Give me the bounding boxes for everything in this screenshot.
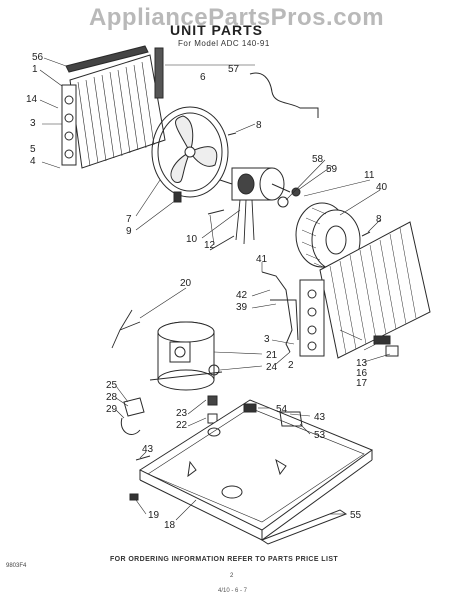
washer — [277, 196, 289, 208]
model-line: For Model ADC 140-91 — [178, 39, 270, 48]
grommet — [208, 364, 220, 376]
callout-9: 9 — [126, 226, 132, 237]
watermark-text: AppliancePartsPros.com — [88, 4, 385, 31]
drain-cap — [373, 335, 391, 345]
callout-28: 28 — [106, 392, 118, 403]
callout-23: 23 — [176, 408, 188, 419]
callout-42: 42 — [236, 290, 248, 301]
callout-21: 21 — [266, 350, 278, 361]
condenser-coil — [61, 54, 166, 169]
callout-56: 56 — [32, 52, 44, 63]
callout-16: 16 — [356, 368, 368, 379]
cap-tube — [261, 271, 293, 353]
callout-29: 29 — [106, 404, 118, 415]
fan-blade — [151, 106, 229, 198]
callout-53: 53 — [314, 430, 326, 441]
tube-assembly — [249, 72, 319, 118]
screw — [207, 209, 225, 215]
callout-20: 20 — [180, 278, 192, 289]
callout-25: 25 — [106, 380, 118, 391]
evaporator-coil — [299, 221, 431, 359]
gasket-strip — [65, 45, 149, 73]
callout-43a: 43 — [314, 412, 326, 423]
callout-1: 1 — [32, 64, 38, 75]
callout-3b: 3 — [264, 334, 270, 345]
wire-harness — [111, 309, 141, 349]
mount-23 — [207, 395, 218, 406]
screw-43 — [135, 455, 151, 461]
ordering-notice: FOR ORDERING INFORMATION REFER TO PARTS … — [110, 556, 339, 563]
callout-58: 58 — [312, 154, 324, 165]
fan-motor — [219, 167, 291, 201]
callout-6: 6 — [200, 72, 206, 83]
screw-8b — [361, 231, 371, 237]
compressor — [149, 321, 223, 391]
callout-11: 11 — [364, 170, 375, 181]
callout-14: 14 — [26, 94, 38, 105]
page-number: 2 — [230, 573, 234, 579]
callout-59: 59 — [326, 164, 338, 175]
document-code: 9803F4 — [6, 563, 27, 569]
fan-clip — [173, 191, 182, 203]
overload-bracket — [123, 397, 145, 417]
callout-57: 57 — [228, 64, 240, 75]
screw-8 — [227, 132, 237, 136]
diagram-title: UNIT PARTS — [170, 22, 263, 38]
callout-19: 19 — [148, 510, 160, 521]
callout-17: 17 — [356, 378, 368, 389]
callout-13: 13 — [356, 358, 368, 369]
callout-18: 18 — [164, 520, 176, 531]
drain-plug — [385, 345, 399, 357]
callout-22: 22 — [176, 420, 188, 431]
callout-7: 7 — [126, 214, 132, 225]
seal-strip — [154, 47, 164, 99]
callout-5: 5 — [30, 144, 36, 155]
screw-19 — [129, 493, 139, 501]
bottom-code: 4/10 - 6 - 7 — [218, 588, 248, 594]
callout-40: 40 — [376, 182, 388, 193]
clamp-54 — [243, 403, 257, 413]
callout-10: 10 — [186, 234, 198, 245]
callout-39: 39 — [236, 302, 248, 313]
callout-3a: 3 — [30, 118, 36, 129]
callout-55: 55 — [350, 510, 362, 521]
callout-2: 2 — [288, 360, 294, 371]
callout-8b: 8 — [376, 214, 382, 225]
base-pan — [138, 399, 374, 541]
mount-22 — [207, 413, 218, 424]
callout-41: 41 — [256, 254, 268, 265]
callout-4: 4 — [30, 156, 36, 167]
callout-54: 54 — [276, 404, 288, 415]
callout-24: 24 — [266, 362, 278, 373]
tube-39 — [270, 299, 299, 341]
callout-43b: 43 — [142, 444, 154, 455]
clip-29 — [120, 417, 141, 435]
callout-12: 12 — [204, 240, 216, 251]
callout-8a: 8 — [256, 120, 262, 131]
motor-wires — [209, 199, 255, 251]
